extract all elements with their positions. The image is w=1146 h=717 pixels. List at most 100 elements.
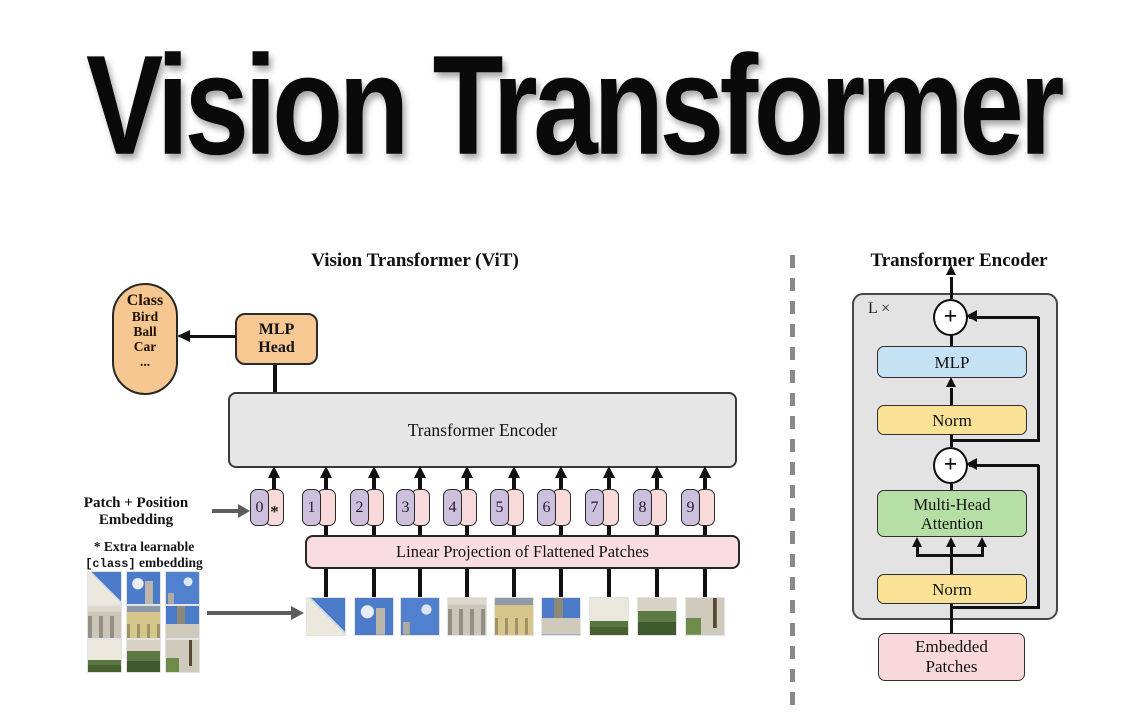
connector-line — [207, 611, 292, 615]
arrowhead-left-icon — [177, 330, 190, 342]
residual-line — [1037, 317, 1040, 442]
transformer-encoder-box: Transformer Encoder — [228, 392, 737, 468]
multi-head-attention-label: Multi-Head Attention — [913, 494, 991, 533]
token-1: 1 — [302, 489, 336, 526]
token-5: 5 — [490, 489, 524, 526]
grid-patch-9 — [166, 640, 199, 672]
connector-line — [950, 435, 953, 447]
arrowhead-up-icon — [911, 537, 922, 547]
arrowhead-up-icon — [319, 466, 332, 478]
image-patch-9 — [686, 598, 724, 635]
grid-patch-1 — [88, 572, 121, 604]
grid-patch-4 — [88, 606, 121, 638]
class-item: Bird — [131, 309, 159, 324]
norm-top-label: Norm — [932, 410, 972, 430]
token-3-index: 3 — [396, 489, 415, 526]
image-patch-3 — [401, 598, 439, 635]
image-patch-1 — [307, 598, 345, 635]
connector-line — [950, 335, 953, 346]
linear-projection-box: Linear Projection of Flattened Patches — [305, 535, 740, 569]
token-9: 9 — [681, 489, 715, 526]
image-patch-6 — [542, 598, 580, 635]
grid-patch-6 — [166, 606, 199, 638]
mlp-box: MLP — [877, 346, 1027, 378]
encoder-diagram-title: Transformer Encoder — [870, 250, 1048, 271]
connector-line — [916, 554, 984, 557]
arrowhead-up-icon — [367, 466, 380, 478]
arrowhead-up-icon — [976, 537, 987, 547]
grid-patch-8 — [127, 640, 160, 672]
arrowhead-left-icon — [966, 458, 977, 470]
residual-line — [1037, 465, 1040, 609]
grid-patch-2 — [127, 572, 160, 604]
token-9-index: 9 — [681, 489, 700, 526]
embedded-patches-box: Embedded Patches — [878, 633, 1025, 681]
arrowhead-up-icon — [650, 466, 663, 478]
mlp-head-label: MLP Head — [258, 321, 295, 356]
grid-patch-3 — [166, 572, 199, 604]
arrowhead-up-icon — [460, 466, 473, 478]
arrowhead-left-icon — [966, 310, 977, 322]
class-item: Car — [133, 339, 157, 354]
token-7-index: 7 — [585, 489, 604, 526]
token-0: 0 * — [250, 489, 284, 526]
token-0-index: 0 — [250, 489, 269, 526]
arrowhead-right-icon — [238, 504, 250, 518]
connector-line — [190, 335, 236, 339]
connector-line — [273, 365, 277, 392]
patch-position-label: Patch + Position Embedding — [83, 495, 189, 528]
residual-line — [951, 439, 1039, 442]
token-4: 4 — [443, 489, 477, 526]
arrowhead-right-icon — [291, 605, 304, 620]
token-2-index: 2 — [350, 489, 369, 526]
token-7: 7 — [585, 489, 619, 526]
image-patch-7 — [590, 598, 628, 635]
residual-line — [969, 315, 1039, 319]
token-8-index: 8 — [633, 489, 652, 526]
token-5-index: 5 — [490, 489, 509, 526]
vit-diagram-title: Vision Transformer (ViT) — [311, 250, 519, 271]
image-patch-8 — [638, 598, 676, 635]
class-heading: Class — [126, 292, 164, 309]
arrowhead-up-icon — [507, 466, 520, 478]
residual-line — [969, 463, 1039, 467]
loop-count-label: L × — [868, 300, 891, 317]
embedded-patches-label: Embedded Patches — [915, 637, 988, 676]
mlp-label: MLP — [934, 352, 970, 372]
image-patch-4 — [448, 598, 486, 635]
connector-line — [272, 477, 276, 489]
image-patch-2 — [355, 598, 393, 635]
token-8: 8 — [633, 489, 667, 526]
arrowhead-up-icon — [602, 466, 615, 478]
class-output-pill: Class Bird Ball Car ... — [112, 283, 178, 395]
linear-projection-label: Linear Projection of Flattened Patches — [396, 542, 649, 561]
connector-line — [981, 546, 984, 556]
arrowhead-up-icon — [554, 466, 567, 478]
token-6-index: 6 — [537, 489, 556, 526]
norm-bottom-box: Norm — [877, 574, 1027, 604]
arrowhead-up-icon — [698, 466, 711, 478]
connector-line — [950, 604, 953, 633]
token-3: 3 — [396, 489, 430, 526]
dashed-separator — [790, 255, 795, 705]
multi-head-attention-box: Multi-Head Attention — [877, 490, 1027, 537]
residual-line — [951, 606, 1039, 609]
connector-line — [916, 546, 919, 556]
class-item: Ball — [133, 324, 157, 339]
token-1-index: 1 — [302, 489, 321, 526]
class-token-star: * — [270, 501, 279, 521]
token-4-index: 4 — [443, 489, 462, 526]
token-2: 2 — [350, 489, 384, 526]
norm-bottom-label: Norm — [932, 579, 972, 599]
arrowhead-up-icon — [946, 265, 956, 275]
residual-add-bottom: + — [933, 447, 968, 484]
arrowhead-up-icon — [267, 466, 280, 478]
grid-patch-5 — [127, 606, 160, 638]
connector-line — [950, 546, 953, 574]
connector-line — [950, 483, 953, 491]
note-line1: * Extra learnable — [93, 539, 195, 554]
note-line2-rest: embedding — [135, 554, 203, 570]
connector-line — [950, 277, 953, 299]
class-item: ... — [139, 354, 151, 369]
